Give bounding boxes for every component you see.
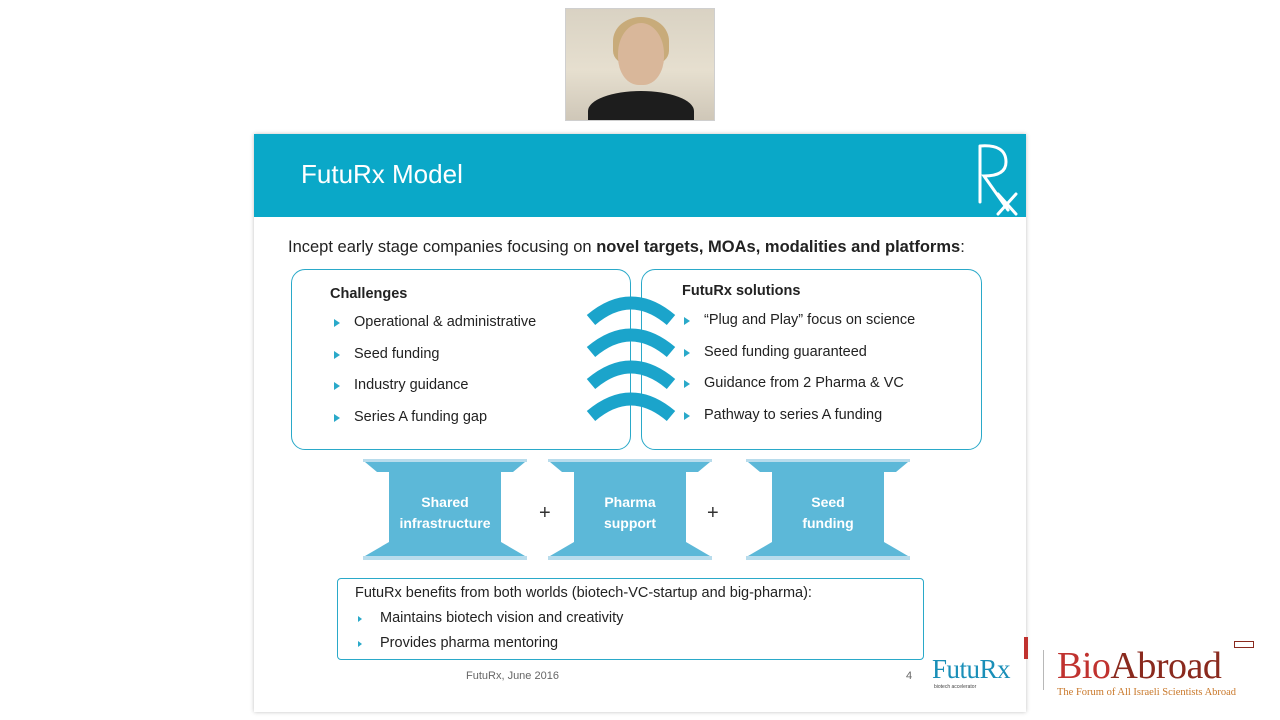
pillar-shape-icon <box>363 459 527 560</box>
solution-item: Seed funding guaranteed <box>684 344 915 376</box>
benefit-item-text: Provides pharma mentoring <box>380 635 559 651</box>
benefit-item: Provides pharma mentoring <box>358 635 623 660</box>
bioabroad-logo-part1: Bio <box>1057 645 1111 687</box>
presenter-webcam-feed <box>565 8 715 121</box>
pillar-seed-funding: Seed funding <box>746 456 910 566</box>
solution-item-text: Pathway to series A funding <box>704 406 883 423</box>
pillar-label-line: support <box>603 515 657 531</box>
rx-watermark-icon <box>978 144 1018 216</box>
solution-item: Guidance from 2 Pharma & VC <box>684 375 915 407</box>
pillar-label-line: infrastructure <box>399 515 491 531</box>
solution-item-text: Guidance from 2 Pharma & VC <box>704 375 904 391</box>
bullet-arrow-icon <box>334 382 340 390</box>
benefits-list: Maintains biotech vision and creativity … <box>358 610 623 660</box>
challenge-item-text: Operational & administrative <box>354 314 537 330</box>
pillar-label: Pharma support <box>548 492 712 534</box>
benefits-intro: FutuRx benefits from both worlds (biotec… <box>355 585 812 601</box>
solution-item: Pathway to series A funding <box>684 407 915 439</box>
benefit-item-text: Maintains biotech vision and creativity <box>380 610 624 626</box>
bullet-arrow-icon <box>684 348 690 357</box>
pillar-label: Seed funding <box>746 492 910 534</box>
pillar-label-line: Pharma <box>604 494 656 510</box>
pillar-label-line: Seed <box>811 494 845 510</box>
challenges-list: Operational & administrative Seed fundin… <box>334 314 536 440</box>
futurx-logo-word: FutuRx <box>932 654 1011 684</box>
benefits-box: FutuRx benefits from both worlds (biotec… <box>337 578 924 660</box>
bioabroad-logo: BioAbroad <box>1057 645 1222 687</box>
slide-intro-text: Incept early stage companies focusing on… <box>288 238 965 257</box>
challenge-item: Series A funding gap <box>334 409 536 441</box>
pillar-shape-icon <box>746 459 910 560</box>
challenge-item: Seed funding <box>334 346 536 378</box>
intro-prefix: Incept early stage companies focusing on <box>288 238 597 256</box>
bullet-arrow-icon <box>334 319 340 327</box>
pillar-shape-icon <box>548 459 712 560</box>
challenges-title: Challenges <box>330 286 408 302</box>
plus-sign: + <box>707 502 719 524</box>
intro-highlight: novel targets, MOAs, modalities and plat… <box>596 238 961 256</box>
challenges-box: Challenges Operational & administrative … <box>291 269 631 450</box>
bioabroad-logo-part2: Abroad <box>1110 645 1222 687</box>
intro-suffix: : <box>960 238 965 256</box>
solutions-box: FutuRx solutions “Plug and Play” focus o… <box>641 269 982 450</box>
bullet-arrow-icon <box>358 616 362 622</box>
slide-title-banner: FutuRx Model <box>254 134 1026 217</box>
plus-sign: + <box>539 502 551 524</box>
challenge-item-text: Seed funding <box>354 345 440 362</box>
challenge-item: Operational & administrative <box>334 314 536 346</box>
bullet-arrow-icon <box>684 411 690 420</box>
connector-arches-icon <box>586 296 676 422</box>
slide-page-number: 4 <box>906 670 913 682</box>
presentation-slide: FutuRx Model Incept early stage companie… <box>254 134 1026 712</box>
solution-item-text: “Plug and Play” focus on science <box>704 312 916 328</box>
solution-item: “Plug and Play” focus on science <box>684 312 915 344</box>
bullet-arrow-icon <box>684 380 690 388</box>
brand-divider <box>1043 650 1044 690</box>
pillar-label-line: funding <box>802 515 854 531</box>
graduation-cap-icon <box>1234 641 1254 648</box>
bullet-arrow-icon <box>358 641 362 647</box>
pillar-pharma-support: Pharma support <box>548 456 712 566</box>
solution-item-text: Seed funding guaranteed <box>704 343 867 360</box>
pillar-shared-infrastructure: Shared infrastructure <box>363 456 527 566</box>
brand-accent-icon <box>1024 637 1028 659</box>
pillar-label-line: Shared <box>421 494 469 510</box>
challenge-item-text: Industry guidance <box>354 377 469 393</box>
presenter-shoulders <box>588 91 694 120</box>
challenge-item: Industry guidance <box>334 377 536 409</box>
bullet-arrow-icon <box>334 413 340 422</box>
futurx-logo-tagline: biotech accelerator <box>934 684 977 690</box>
pillar-label: Shared infrastructure <box>363 492 527 534</box>
solutions-list: “Plug and Play” focus on science Seed fu… <box>684 312 915 438</box>
solutions-title: FutuRx solutions <box>682 283 801 299</box>
futurx-logo: FutuRx biotech accelerator <box>932 650 1020 694</box>
bullet-arrow-icon <box>334 350 340 359</box>
bullet-arrow-icon <box>684 317 690 325</box>
presenter-face <box>618 23 664 85</box>
bioabroad-tagline: The Forum of All Israeli Scientists Abro… <box>1057 687 1237 698</box>
slide-footer: FutuRx, June 2016 <box>466 670 559 682</box>
challenge-item-text: Series A funding gap <box>354 408 488 425</box>
benefit-item: Maintains biotech vision and creativity <box>358 610 623 635</box>
slide-title: FutuRx Model <box>301 159 463 189</box>
